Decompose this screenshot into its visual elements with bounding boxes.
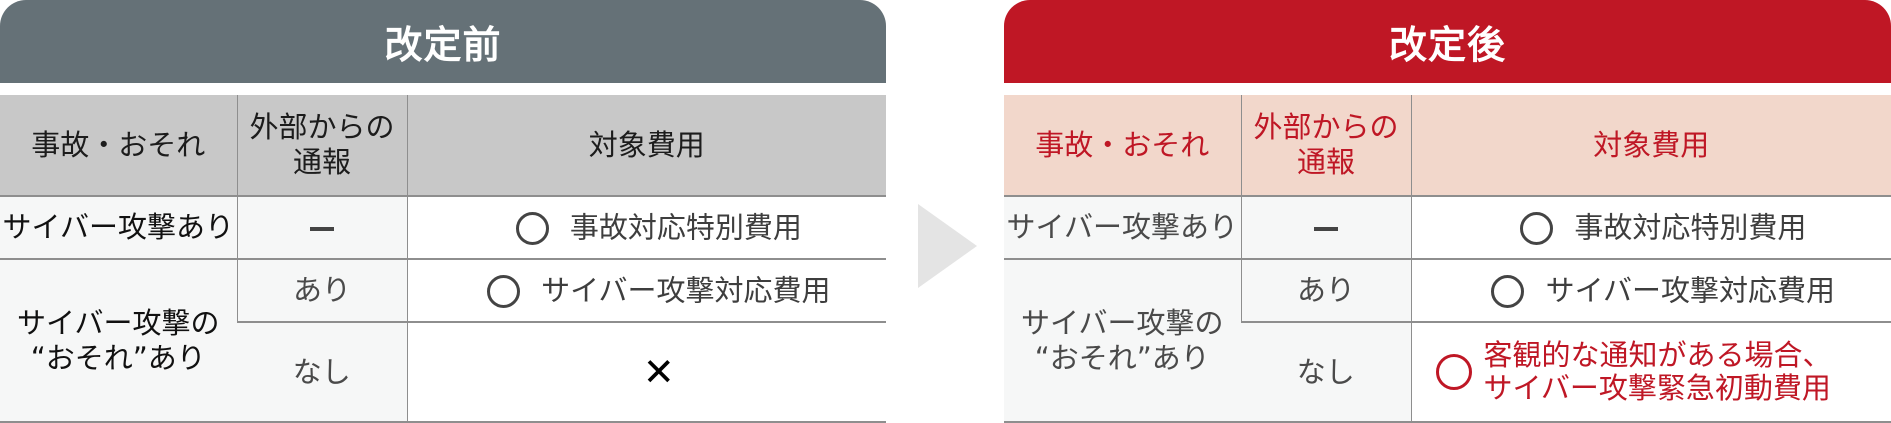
before-title-bar: 改定前 [0,0,886,83]
report-cell [236,196,407,260]
cost-cell: サイバー攻撃対応費用 [1410,259,1891,323]
before-table: 事故・おそれ 外部からの 通報 対象費用 サイバー攻撃あり 事故対応特別費用 サ… [0,95,886,423]
report-cell: あり [236,259,407,323]
table-row: サイバー攻撃あり 事故対応特別費用 [0,196,886,260]
circle-icon [515,211,549,245]
after-table: 事故・おそれ 外部からの 通報 対象費用 サイバー攻撃あり 事故対応特別費用 サ… [1004,95,1891,423]
circle-icon [486,274,520,308]
table-row: サイバー攻撃あり 事故対応特別費用 [1004,196,1891,260]
report-cell: なし [1241,322,1411,423]
cross-icon: ✕ [642,350,675,394]
header-covered-cost: 対象費用 [406,95,886,197]
right-triangle-arrow-icon [918,204,977,288]
table-row: サイバー攻撃の “おそれ”あり あり サイバー攻撃対応費用 [1004,259,1891,423]
red-circle-icon [1435,354,1472,390]
incident-cell: サイバー攻撃の “おそれ”あり [1004,259,1241,423]
new-cost-text: 客観的な通知がある場合、 サイバー攻撃緊急初動費用 [1483,337,1832,405]
table-row: なし ✕ [0,322,886,423]
circle-icon [1520,211,1554,245]
dash-icon [1314,227,1338,232]
dash-icon [310,227,334,232]
header-external-report: 外部からの 通報 [1240,95,1411,197]
incident-cell: サイバー攻撃あり [1004,196,1241,260]
after-title-bar: 改定後 [1004,0,1891,83]
after-title: 改定後 [1388,23,1506,67]
cost-cell: 事故対応特別費用 [406,196,886,260]
header-external-report: 外部からの 通報 [236,95,407,197]
before-revision-panel: 改定前 事故・おそれ 外部からの 通報 対象費用 サイバー攻撃あり 事故対応特別… [0,0,886,423]
incident-cell: サイバー攻撃の “おそれ”あり [0,259,237,423]
cost-cell: サイバー攻撃対応費用 [406,259,886,323]
table-row: サイバー攻撃の “おそれ”あり あり サイバー攻撃対応費用 [0,259,886,423]
report-cell: なし [237,322,407,423]
incident-cell: サイバー攻撃あり [0,196,237,260]
before-title: 改定前 [384,23,502,67]
header-row: 事故・おそれ 外部からの 通報 対象費用 [1004,95,1891,197]
cost-cell: 事故対応特別費用 [1410,196,1891,260]
header-covered-cost: 対象費用 [1410,95,1891,197]
cost-cell: ✕ [406,322,886,423]
header-incident: 事故・おそれ [1004,95,1241,197]
after-revision-panel: 改定後 事故・おそれ 外部からの 通報 対象費用 サイバー攻撃あり 事故対応特別… [1004,0,1891,423]
table-row: なし 客観的な通知がある場合、 サイバー攻撃緊急初動費用 [1004,322,1891,423]
circle-icon [1491,274,1525,308]
header-row: 事故・おそれ 外部からの 通報 対象費用 [0,95,886,197]
report-cell: あり [1240,259,1411,323]
cost-cell-new: 客観的な通知がある場合、 サイバー攻撃緊急初動費用 [1410,322,1891,423]
report-cell [1240,196,1411,260]
header-incident: 事故・おそれ [0,95,237,197]
